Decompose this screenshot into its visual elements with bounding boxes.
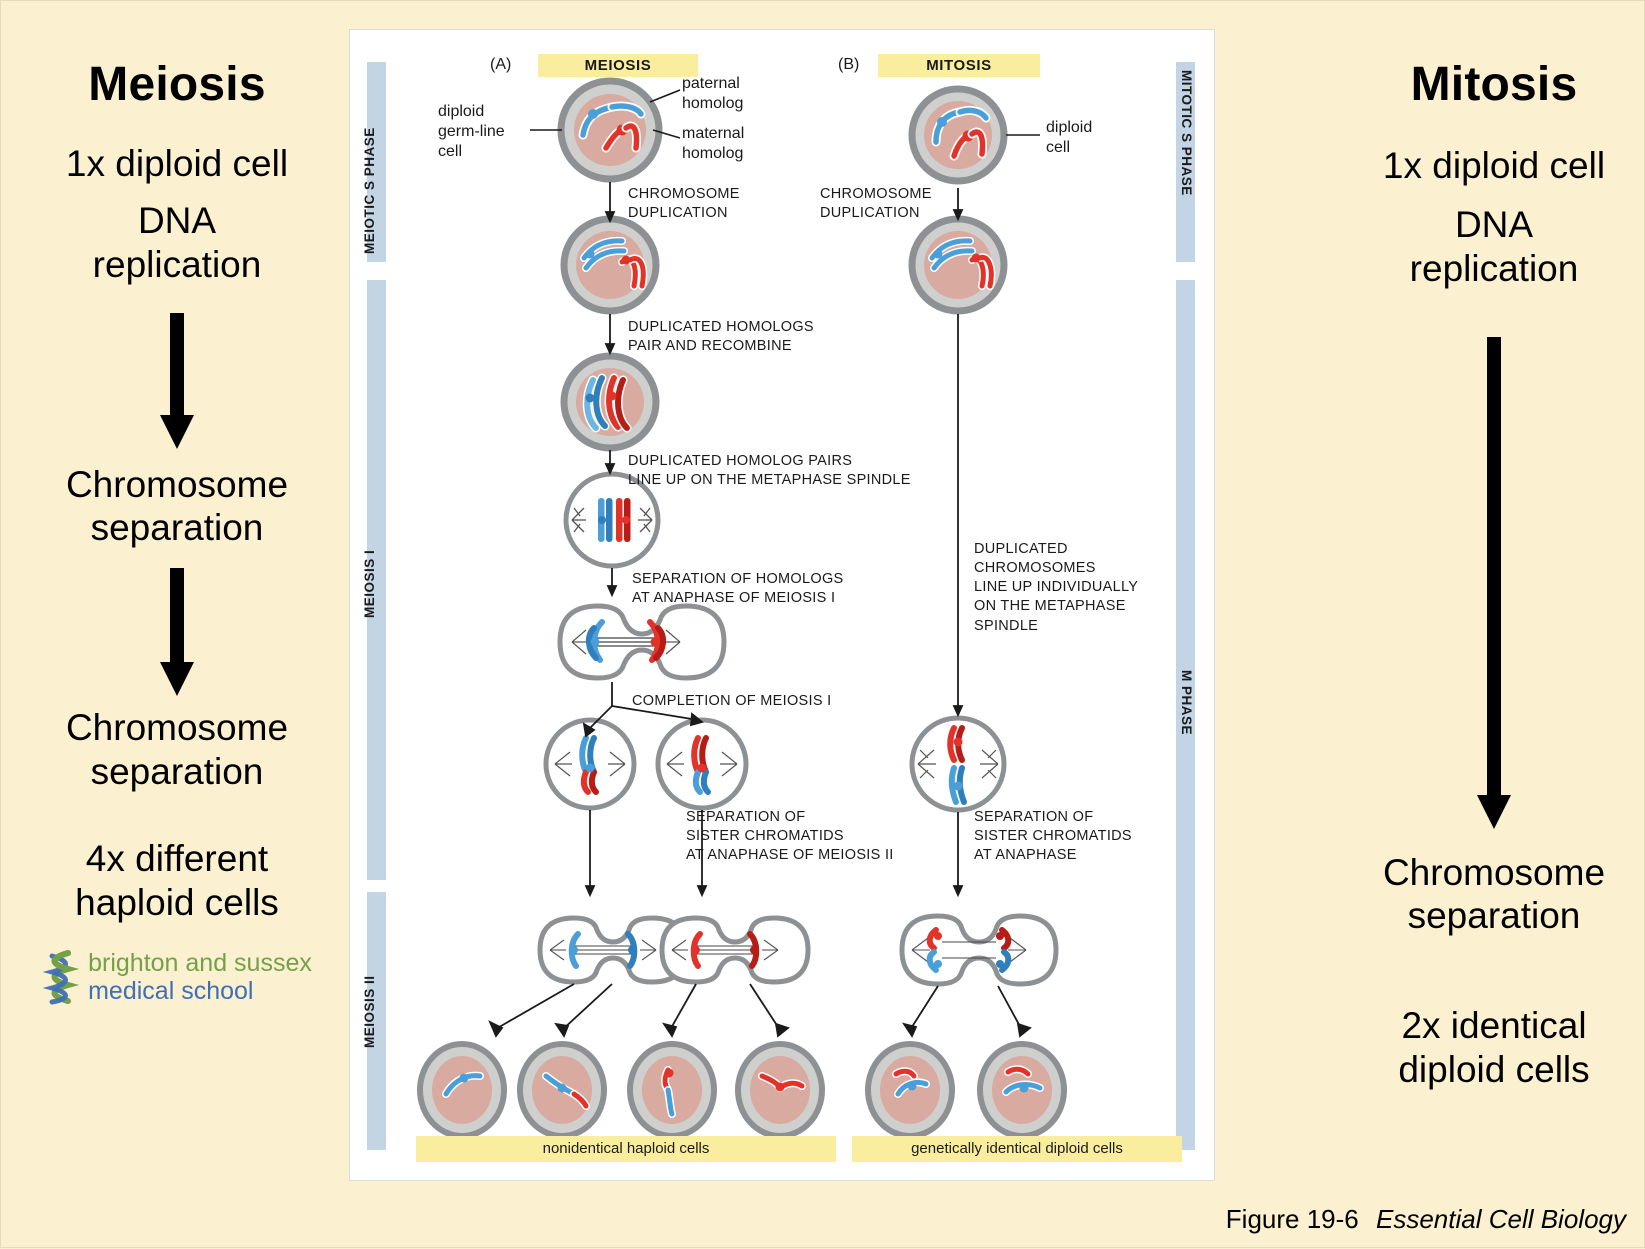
right-line-2x-diploid-cells: 2x identical diploid cells [1398,1005,1590,1090]
paternal-homolog-label: paternal homolog [682,75,744,112]
figure-caption-number: Figure 19-6 [1225,1204,1359,1234]
left-arrow-1 [160,312,194,449]
step-a-chromosome-duplication: CHROMOSOME DUPLICATION [628,186,740,222]
panel-a-diagram [417,77,1067,1139]
outcome-tag-diploid: genetically identical diploid cells [852,1136,1182,1162]
panel-b-letter: (B) [838,56,860,73]
phase-bar-meiosis-ii [367,892,386,1150]
panel-b-title-tag: MITOSIS [878,54,1040,77]
diploid-daughter-cells-row [865,1041,1067,1139]
left-arrow-2 [160,568,194,697]
step-a-homolog-pairs-line-up: DUPLICATED HOMOLOG PAIRS LINE UP ON THE … [628,453,911,489]
diploid-cell-label: diploid cell [1046,119,1093,156]
cell-metaphase-mitosis [909,715,1007,813]
cell-paired-recombined [560,352,660,452]
cell-diploid-mitosis [908,85,1008,185]
cell-meiosis-ii-left [543,717,637,811]
phase-bar-meiotic-s [367,62,386,262]
cell-anaphase-i [557,603,727,681]
logo-line-1: brighton and sussex [88,948,312,977]
figure-caption-source: Essential Cell Biology [1375,1204,1626,1234]
panel-a-letter: (A) [490,56,512,73]
cell-anaphase-ii-left [537,915,689,985]
dna-helix-icon [42,949,80,1005]
left-line-chromosome-separation-2: Chromosome separation [65,707,289,792]
haploid-cells-row [417,1041,825,1139]
panel-a-title-tag: MEIOSIS [538,54,698,77]
right-line-1x-diploid-cell: 1x diploid cell [1382,144,1606,186]
right-column-title: Mitosis [1410,58,1578,111]
cell-anaphase-mitosis [899,913,1059,987]
maternal-homolog-label: maternal homolog [682,125,745,162]
outcome-tag-haploid: nonidentical haploid cells [416,1136,836,1162]
right-line-chromosome-separation: Chromosome separation [1382,851,1606,937]
cell-metaphase-i [563,471,661,569]
phase-bar-m-phase [1176,280,1195,1150]
step-b-chromosomes-line-up: DUPLICATED CHROMOSOMES LINE UP INDIVIDUA… [974,541,1139,634]
right-column-mitosis: Mitosis 1x diploid cell DNA replication … [1344,1,1644,1249]
logo-line-2: medical school [88,976,254,1005]
panel-b-flow-arrows [901,188,1032,1038]
right-arrow-1 [1477,336,1511,829]
left-line-dna-replication: DNA replication [92,200,262,286]
step-a-separation-sister-chromatids-ii: SEPARATION OF SISTER CHROMATIDS AT ANAPH… [686,809,894,864]
panel-a-flow-arrows [488,182,790,1038]
diploid-germline-cell-label: diploid germ-line cell [438,103,505,160]
cell-diploid-germline [557,77,663,183]
phase-bar-mitotic-s [1176,62,1195,262]
figure-caption: Figure 19-6 Essential Cell Biology [1226,1204,1626,1235]
figure-19-6-panel: (A) MEIOSIS (B) MITOSIS MEIOTIC S PHASE … [349,29,1215,1181]
phase-bar-meiosis-i [367,280,386,880]
step-b-chromosome-duplication: CHROMOSOME DUPLICATION [820,186,932,222]
left-line-chromosome-separation-1: Chromosome separation [65,463,289,549]
step-a-homologs-pair-recombine: DUPLICATED HOMOLOGS PAIR AND RECOMBINE [628,319,814,355]
cell-meiosis-ii-right [655,717,749,811]
left-line-4x-haploid-cells: 4x different haploid cells [75,838,279,924]
left-line-1x-diploid-cell: 1x diploid cell [65,142,289,184]
bsms-logo: brighton and sussex medical school [42,949,312,1005]
cell-anaphase-ii-right [659,915,811,985]
left-column-meiosis: Meiosis 1x diploid cell DNA replication … [1,1,353,1249]
step-b-separation-sister-chromatids: SEPARATION OF SISTER CHROMATIDS AT ANAPH… [974,809,1132,864]
right-line-dna-replication: DNA replication [1409,204,1579,290]
left-column-title: Meiosis [88,58,266,111]
step-a-completion-of-meiosis-i: COMPLETION OF MEIOSIS I [632,693,832,709]
step-a-separation-of-homologs: SEPARATION OF HOMOLOGS AT ANAPHASE OF ME… [632,571,844,607]
cell-duplicated-mitosis [908,215,1008,315]
cell-duplicated-homologs [560,215,660,315]
